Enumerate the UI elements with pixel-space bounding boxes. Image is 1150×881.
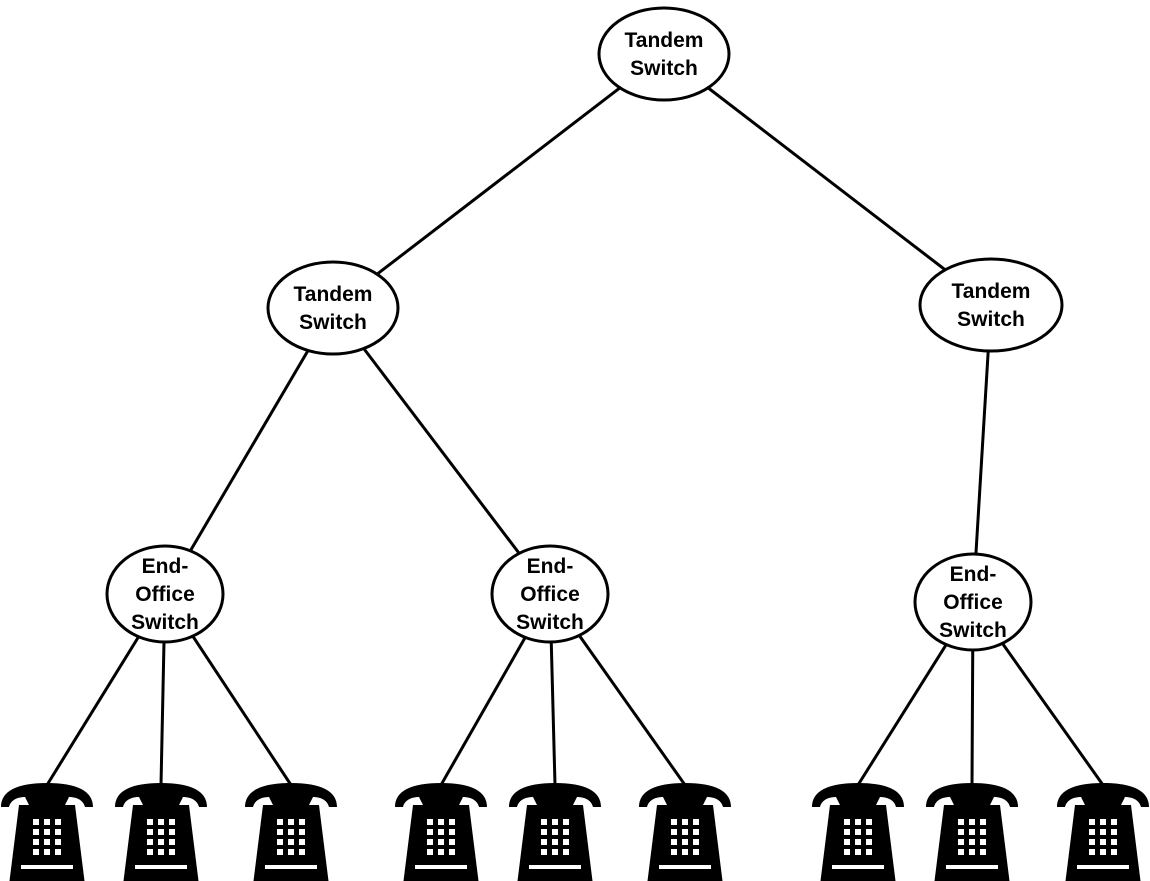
switch-label: Office	[520, 583, 580, 606]
switch-ellipse	[597, 6, 731, 102]
access-line	[549, 640, 557, 786]
trunk-link	[331, 307, 552, 595]
switch-label: Switch	[939, 619, 1007, 642]
switch-label: End-	[142, 555, 189, 578]
switch-label: Switch	[299, 311, 367, 334]
telephone-icon	[639, 783, 731, 881]
trunk-link	[663, 52, 992, 307]
access-line	[970, 649, 975, 786]
access-line	[45, 635, 141, 786]
switch-label: Tandem	[294, 283, 373, 306]
telephone-icon	[1057, 783, 1149, 881]
switch-label: Tandem	[625, 29, 704, 52]
switch-ellipse	[913, 552, 1033, 652]
switch-ellipse	[490, 544, 610, 644]
switch-label: Office	[943, 591, 1003, 614]
access-line	[159, 641, 166, 786]
trunk-link	[163, 307, 335, 595]
telephone-icon	[926, 783, 1018, 881]
access-line	[190, 634, 293, 786]
switch-label: Tandem	[952, 280, 1031, 303]
telephone-icon	[115, 783, 207, 881]
switch-label: Switch	[630, 57, 698, 80]
nodes-layer: TandemSwitchTandemSwitchTandemSwitchEnd-…	[105, 6, 1064, 652]
links-layer	[45, 52, 1105, 786]
telephone-icon	[395, 783, 487, 881]
trunk-link	[971, 304, 993, 603]
telephone-icon	[509, 783, 601, 881]
telephone-icon	[245, 783, 337, 881]
switch-ellipse	[266, 260, 400, 356]
switch-label: Switch	[516, 611, 584, 634]
telephone-icon	[1, 783, 93, 881]
access-line	[856, 642, 949, 786]
access-line	[439, 635, 528, 786]
access-line	[1000, 641, 1105, 786]
switch-label: End-	[527, 555, 574, 578]
switch-label: Switch	[957, 308, 1025, 331]
switch-ellipse	[105, 544, 225, 644]
phones-layer	[1, 783, 1149, 881]
access-line	[577, 633, 687, 786]
switch-label: Switch	[131, 611, 199, 634]
switch-ellipse	[918, 257, 1064, 353]
switch-label: Office	[135, 583, 195, 606]
switch-label: End-	[950, 563, 997, 586]
telephone-icon	[812, 783, 904, 881]
trunk-link	[332, 52, 665, 310]
